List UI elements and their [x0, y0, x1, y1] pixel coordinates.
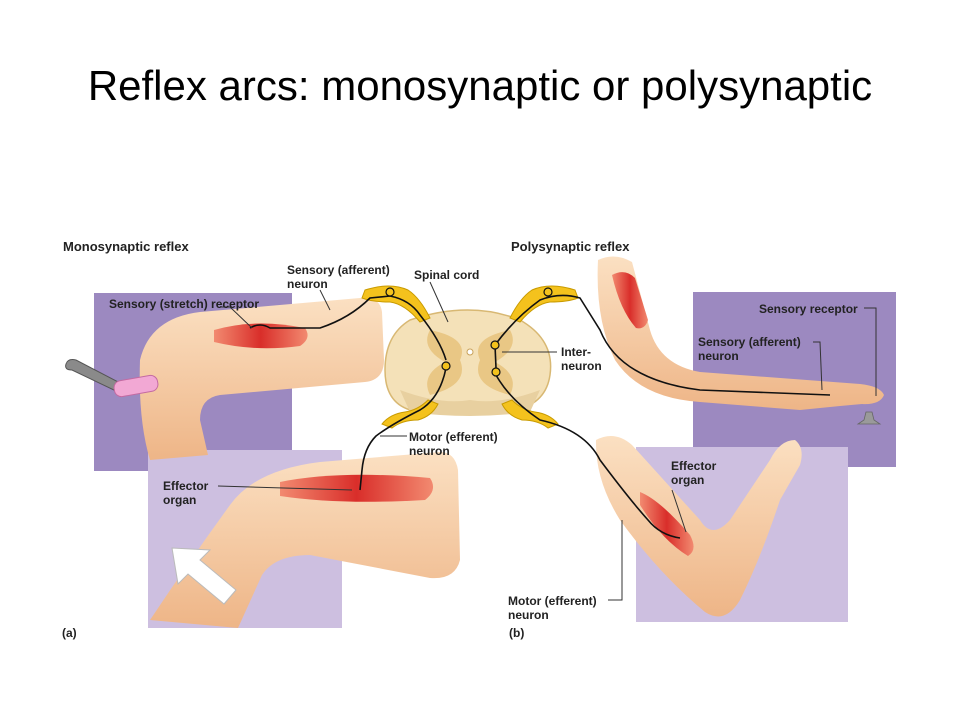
panel-a-heading: Monosynaptic reflex — [63, 239, 189, 254]
leader-sensory-neuron-a — [319, 289, 331, 311]
label-motor-efferent-b-line2: neuron — [508, 608, 549, 622]
ganglion-soma-a — [385, 287, 395, 297]
tack-icon — [856, 411, 882, 425]
label-sensory-receptor-b: Sensory receptor — [759, 302, 858, 316]
label-interneuron-line1: Inter- — [561, 345, 591, 359]
muscle-quadriceps-lower — [280, 474, 434, 502]
interneuron-soma-b — [490, 340, 500, 350]
label-effector-b-line2: organ — [671, 473, 705, 487]
label-sensory-stretch-receptor: Sensory (stretch) receptor — [109, 297, 260, 311]
leader-effector-a — [217, 485, 353, 491]
label-motor-efferent-a-line1: Motor (efferent) — [409, 430, 498, 444]
leader-effector-b — [671, 489, 687, 533]
label-spinal-cord: Spinal cord — [414, 268, 480, 282]
muscle-quadriceps-upper — [214, 323, 308, 349]
leg-upper-knee — [139, 297, 384, 460]
leader-sensory-receptor-b — [864, 307, 877, 396]
leader-sensory-receptor-a — [220, 306, 253, 329]
reflex-hammer-icon — [65, 359, 159, 398]
label-sensory-afferent-a-line1: Sensory (afferent) — [287, 263, 390, 277]
motor-soma-a — [441, 361, 451, 371]
panel-b-heading: Polysynaptic reflex — [511, 239, 630, 254]
dorsal-root-left — [361, 285, 431, 323]
motor-neuron-path-a — [359, 367, 447, 491]
sensory-neuron-path-b — [494, 294, 831, 396]
label-sensory-afferent-b-line2: neuron — [698, 349, 739, 363]
leader-spinal-cord — [429, 281, 449, 323]
label-effector-a-line2: organ — [163, 493, 197, 507]
muscle-biceps-lower — [640, 492, 694, 556]
label-effector-b-line1: Effector — [671, 459, 717, 473]
label-sensory-afferent-a-line2: neuron — [287, 277, 328, 291]
motor-soma-b — [491, 367, 501, 377]
ganglion-soma-b — [543, 287, 553, 297]
spinal-cord-cross-section — [384, 309, 552, 416]
sensory-neuron-path-a — [249, 295, 447, 361]
arm-extended — [597, 256, 884, 410]
arm-withdrawn — [595, 436, 802, 617]
label-interneuron-line2: neuron — [561, 359, 602, 373]
leader-sensory-neuron-b — [813, 341, 823, 391]
label-sensory-afferent-b-line1: Sensory (afferent) — [698, 335, 801, 349]
leader-motor-neuron-b — [608, 520, 623, 601]
muscle-biceps-upper — [612, 272, 648, 329]
panel-b-letter: (b) — [509, 626, 525, 640]
panel-a-letter: (a) — [62, 626, 77, 640]
motor-neuron-path-b — [495, 374, 681, 539]
label-motor-efferent-a-line2: neuron — [409, 444, 450, 458]
page-title: Reflex arcs: monosynaptic or polysynapti… — [87, 62, 873, 109]
label-motor-efferent-b-line1: Motor (efferent) — [508, 594, 597, 608]
movement-arrow-icon — [171, 547, 237, 605]
label-effector-a-line1: Effector — [163, 479, 209, 493]
